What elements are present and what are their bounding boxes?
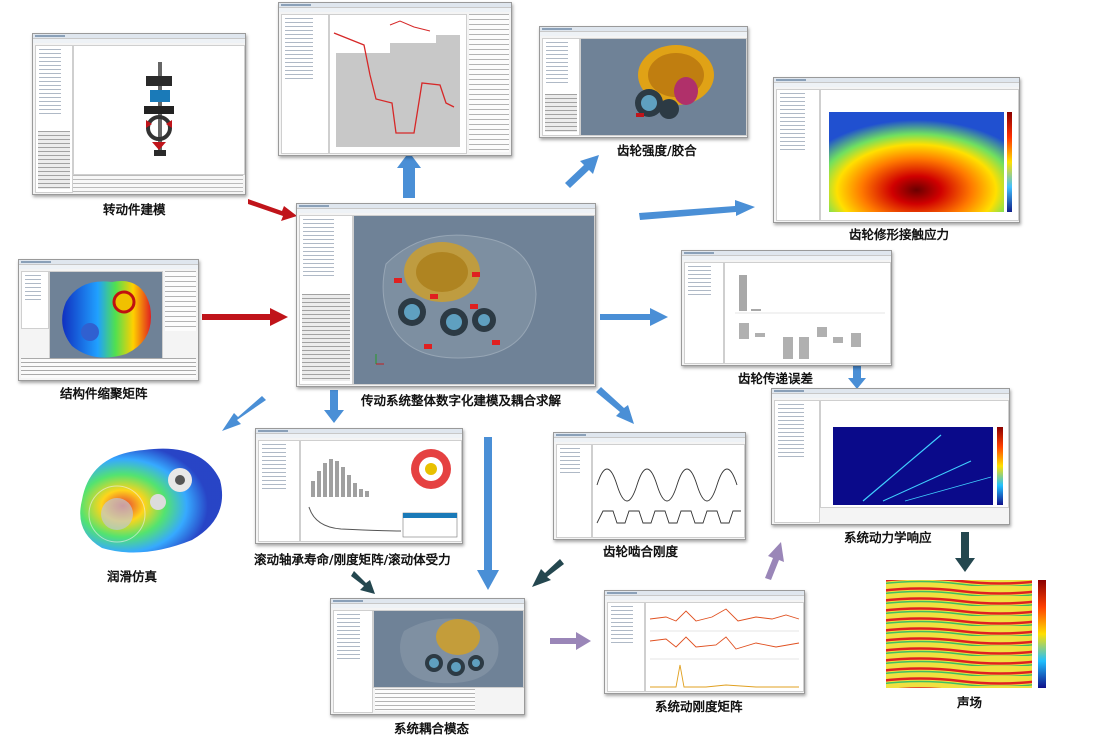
window-mesh-stiffness — [553, 432, 746, 540]
arrow-center-to-coupled-modes — [477, 437, 499, 590]
image-lubrication — [62, 440, 232, 562]
arrow-center-to-gear-strength — [565, 155, 599, 188]
arrow-struct-to-center — [202, 308, 288, 326]
load-profile-chart — [333, 20, 460, 147]
fem-housing-drawing — [62, 281, 151, 358]
bearing-charts — [308, 449, 458, 538]
coupled-mode-drawing — [400, 618, 499, 684]
viewport-mesh-stiffness — [592, 444, 745, 538]
window-shaft-model — [32, 33, 246, 195]
viewport-gear-strength — [580, 38, 747, 136]
viewport-center — [353, 215, 595, 385]
arrow-dynamic-to-sound — [955, 532, 975, 572]
contact-stress-heatmap — [829, 112, 1012, 212]
label-mesh-stiffness: 齿轮啮合刚度 — [603, 544, 679, 559]
campbell-diagram — [833, 427, 1003, 505]
arrow-coupled-to-dyn-stiffness — [550, 632, 591, 650]
viewport-coupled-modes — [373, 610, 524, 688]
arrow-center-to-bearing — [324, 390, 344, 423]
window-dyn-stiffness — [604, 590, 805, 694]
arrow-mesh-to-coupled-modes — [532, 559, 564, 587]
arrow-center-to-contact-stress — [639, 200, 755, 220]
window-center — [296, 203, 596, 387]
viewport-dyn-stiffness — [645, 602, 804, 692]
label-shaft-model: 转动件建模 — [103, 202, 166, 217]
label-center: 传动系统整体数字化建模及耦合求解 — [361, 393, 562, 408]
arrow-center-to-lubrication — [222, 396, 266, 431]
teal-arrows — [351, 532, 975, 594]
window-transmission-error — [681, 250, 892, 366]
purple-arrows — [550, 542, 784, 650]
viewport-shaft — [73, 45, 245, 175]
blue-arrows — [222, 152, 866, 590]
window-gear-strength — [539, 26, 748, 138]
label-struct-matrix: 结构件缩聚矩阵 — [60, 386, 148, 401]
window-bearing — [255, 428, 463, 544]
arrow-center-to-top-window — [397, 152, 421, 198]
arrow-dyn-stiffness-to-dynamic — [765, 542, 784, 580]
arrow-bearing-to-coupled-modes — [351, 571, 375, 594]
window-struct-matrix — [18, 259, 199, 381]
window-top-chart — [278, 2, 512, 156]
label-dyn-stiffness: 系统动刚度矩阵 — [655, 699, 743, 714]
window-coupled-modes — [330, 598, 525, 715]
label-bearing: 滚动轴承寿命/刚度矩阵/滚动体受力 — [254, 552, 451, 567]
mesh-stiffness-curves — [596, 468, 741, 524]
shaft-drawing — [144, 62, 174, 156]
viewport-system-dynamic — [820, 400, 1009, 508]
red-arrows — [202, 199, 297, 326]
arrow-shaft-to-center — [248, 199, 297, 221]
label-lubrication: 润滑仿真 — [107, 569, 158, 584]
arrow-te-to-dynamic — [848, 366, 866, 389]
sound-field-drawing — [886, 580, 1046, 688]
gear-3d-drawing — [635, 45, 714, 119]
image-sound-field — [880, 576, 1054, 692]
window-system-dynamic — [771, 388, 1010, 525]
lubrication-drawing — [80, 448, 223, 553]
label-system-dynamic: 系统动力学响应 — [844, 530, 932, 545]
label-gear-strength: 齿轮强度/胶合 — [617, 143, 697, 158]
label-coupled-modes: 系统耦合模态 — [394, 721, 470, 736]
gearbox-3d-drawing — [375, 234, 537, 365]
label-transmission-error: 齿轮传递误差 — [738, 371, 814, 386]
arrow-center-to-transmission-error — [600, 308, 668, 326]
label-contact-stress: 齿轮修形接触应力 — [849, 227, 950, 242]
viewport-transmission-error — [724, 262, 891, 364]
viewport-top-chart — [329, 14, 467, 154]
viewport-contact-stress — [820, 89, 1019, 221]
dyn-stiffness-curves — [649, 608, 800, 688]
viewport-struct-matrix — [49, 271, 163, 367]
window-contact-stress — [773, 77, 1020, 223]
viewport-bearing — [300, 440, 462, 542]
transmission-error-bars — [735, 275, 885, 359]
arrow-center-to-mesh-stiffness — [596, 387, 634, 424]
label-sound-field: 声场 — [957, 695, 983, 710]
